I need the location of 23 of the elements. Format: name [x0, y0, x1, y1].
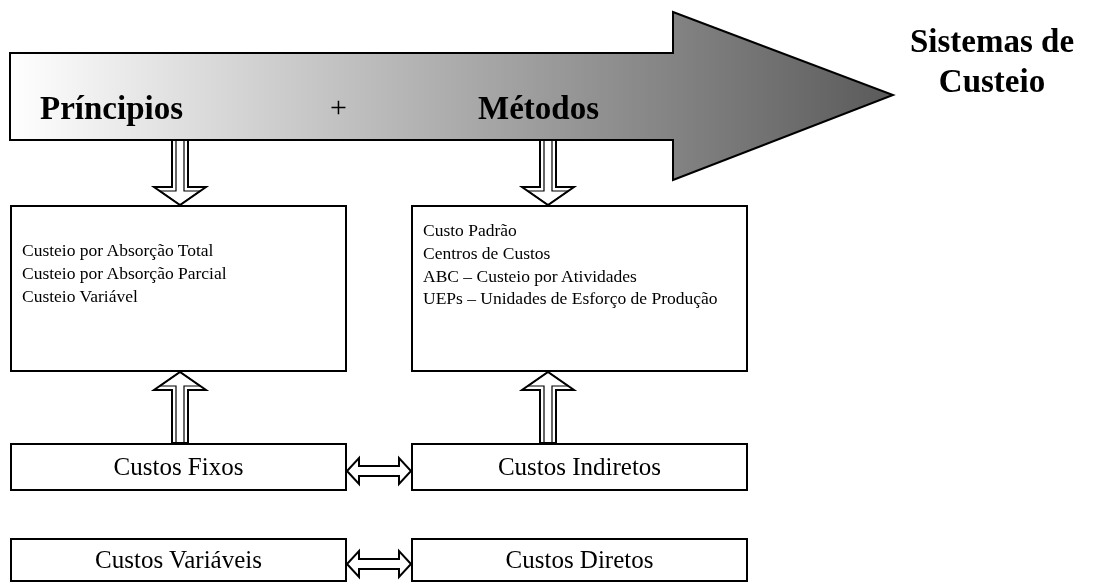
text-box	[411, 443, 748, 491]
text-box	[10, 538, 347, 582]
text-box	[10, 205, 347, 372]
list-item: Custeio Variável	[22, 284, 139, 308]
cost-label: Custos Fixos	[113, 453, 244, 481]
cost-label: Custos Variáveis	[95, 546, 262, 574]
result-label: Sistemas de Custeio	[908, 22, 1076, 101]
arrow-label: Príncipios	[40, 90, 183, 127]
block-arrow	[345, 548, 413, 580]
block-arrow	[345, 455, 413, 487]
list-item: Custeio por Absorção Parcial	[22, 261, 228, 285]
cost-label: Custos Indiretos	[497, 453, 662, 481]
list-item: Custo Padrão	[423, 219, 518, 242]
text-box	[10, 443, 347, 491]
arrow-label: Métodos	[478, 90, 599, 127]
list-item: Centros de Custos	[423, 241, 552, 265]
list-item: UEPs – Unidades de Esforço de Produção	[423, 287, 719, 310]
list-item: Custeio por Absorção Total	[22, 239, 215, 262]
text-box	[411, 538, 748, 582]
list-item: ABC – Custeio por Atividades	[423, 264, 638, 288]
cost-label: Custos Diretos	[505, 546, 654, 574]
plus-sign: +	[330, 90, 347, 124]
text-box	[411, 205, 748, 372]
